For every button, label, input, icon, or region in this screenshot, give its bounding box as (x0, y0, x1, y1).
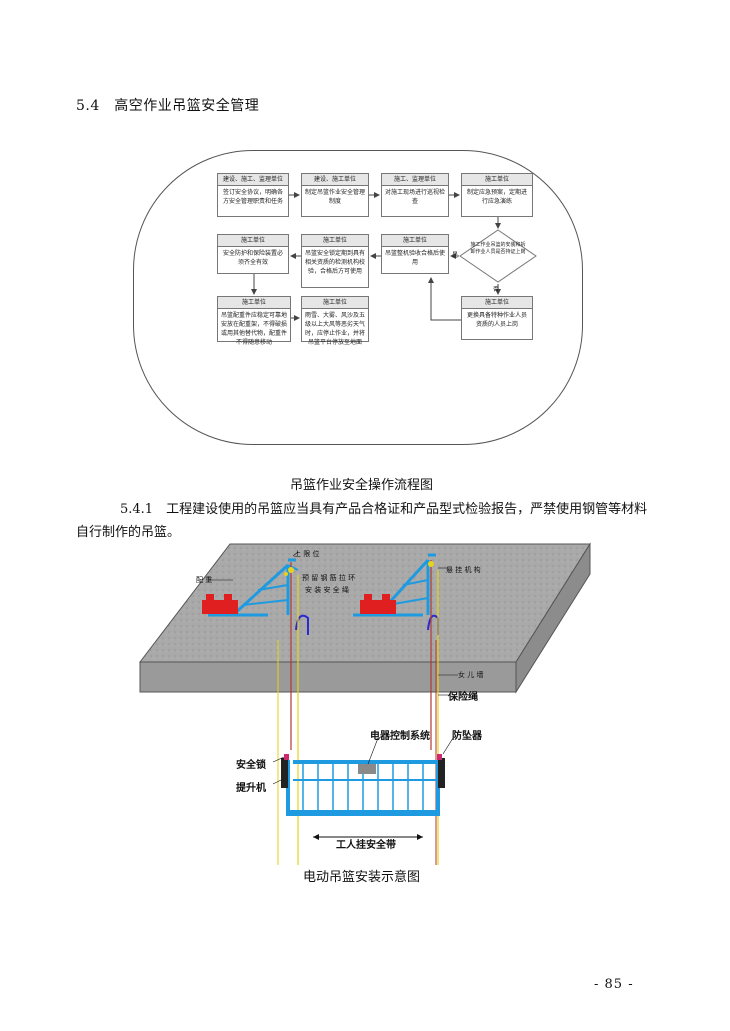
flow-box-10: 施工单位 更换具备特种作业人员资质的人员上岗 (461, 296, 533, 340)
flowchart-caption: 吊篮作业安全操作流程图 (290, 478, 434, 493)
flow-box-header: 施工单位 (218, 235, 288, 247)
flow-box-8: 施工单位 吊篮配重件应稳定可靠地安放在配重架，不得破损或用其他替代物，配重件不得… (217, 296, 291, 346)
flow-no-label: 否 (493, 286, 500, 293)
flow-box-header: 施工单位 (218, 297, 290, 309)
label-harness: 工人挂安全带 (336, 840, 396, 851)
flow-box-body: 制定吊篮作业安全管理制度 (305, 189, 366, 205)
label-counterweight: 配 重 (196, 576, 213, 584)
flow-box-5: 施工单位 安全防护和保险装置必须齐全有效 (217, 234, 289, 274)
label-wire-ring: 预 留 钢 筋 拉 环 (302, 574, 356, 582)
flow-decision-text: 施工作业吊篮的安装和拆卸作业人员是否持证上岗 (470, 242, 526, 255)
label-upper-limit: 上 限 位 (294, 550, 320, 558)
paragraph-5-4-1: 5.4.1 工程建设使用的吊篮应当具有产品合格证和产品型式检验报告，严禁使用钢管… (76, 502, 648, 540)
flow-box-body: 对施工现场进行巡视检查 (385, 189, 446, 205)
flow-box-header: 建设、施工、监理单位 (218, 174, 288, 186)
label-safety-rope: 保险绳 (448, 692, 478, 703)
left-upper-limit (288, 567, 294, 573)
label-control-system: 电器控制系统 (370, 731, 430, 742)
flow-box-header: 施工单位 (462, 174, 532, 186)
flow-box-header: 施工单位 (302, 297, 368, 309)
flow-box-body: 吊篮整机验收合格后使用 (385, 250, 446, 266)
label-fall-arrester: 防坠器 (452, 731, 482, 742)
flowchart-arrows (251, 192, 501, 321)
left-safety-lock (284, 754, 289, 760)
control-box (358, 764, 376, 774)
right-suspension-rig (353, 553, 436, 617)
flow-box-3: 施工、监理单位 对施工现场进行巡视检查 (381, 173, 449, 217)
label-hoist: 提升机 (236, 783, 266, 794)
left-wire-ring (295, 614, 309, 635)
flow-box-6: 施工单位 吊篮安全锁定期到具有相关资质的检测机构校验，合格后方可使用 (301, 234, 369, 288)
label-safety-rope-install: 安 装 安 全 绳 (305, 586, 349, 594)
flow-box-body: 签订安全协议，明确各方安全管理职责和任务 (222, 189, 283, 205)
flow-box-header: 建设、施工单位 (302, 174, 368, 186)
flow-box-body: 更换具备特种作业人员资质的人员上岗 (466, 312, 527, 328)
flow-box-header: 施工单位 (382, 235, 448, 247)
flow-box-body: 吊篮配重件应稳定可靠地安放在配重架，不得破损或用其他替代物，配重件不得随意移动 (221, 312, 288, 346)
flow-box-header: 施工单位 (302, 235, 368, 247)
diagram-caption: 电动吊篮安装示意图 (303, 870, 421, 885)
left-suspension-rig (202, 558, 299, 617)
flow-box-body: 雨雪、大雾、风沙及五级以上大风等恶劣天气时，应停止作业，并将吊篮平台停放至地面 (305, 312, 366, 346)
flow-box-7: 施工单位 吊篮整机验收合格后使用 (381, 234, 449, 274)
flow-box-1: 建设、施工、监理单位 签订安全协议，明确各方安全管理职责和任务 (217, 173, 289, 217)
flow-decision-diamond (459, 229, 537, 283)
installation-diagram (138, 542, 591, 865)
right-hoist (438, 758, 445, 788)
section-heading: 5.4 高空作业吊篮安全管理 (76, 98, 260, 114)
flow-box-body: 安全防护和保险装置必须齐全有效 (222, 250, 283, 266)
flow-yes-label: 是 (452, 252, 459, 259)
flow-box-header: 施工、监理单位 (382, 174, 448, 186)
right-upper-limit (428, 561, 434, 567)
flow-box-body: 吊篮安全锁定期到具有相关资质的检测机构校验，合格后方可使用 (305, 250, 366, 275)
label-suspension: 悬 挂 机 构 (446, 566, 481, 574)
label-safety-lock: 安全锁 (236, 760, 266, 771)
flow-box-2: 建设、施工单位 制定吊篮作业安全管理制度 (301, 173, 369, 217)
flow-box-4: 施工单位 制定应急预案，定期进行应急演练 (461, 173, 533, 217)
label-parapet: 女 儿 墙 (458, 671, 484, 679)
page-number: - 85 - (594, 977, 634, 992)
flow-box-header: 施工单位 (462, 297, 532, 309)
flow-box-body: 制定应急预案，定期进行应急演练 (466, 189, 527, 205)
left-hoist (281, 758, 288, 788)
suspended-platform (281, 754, 445, 816)
flowchart-frame (133, 150, 583, 445)
flow-box-9: 施工单位 雨雪、大雾、风沙及五级以上大风等恶劣天气时，应停止作业，并将吊篮平台停… (301, 296, 369, 346)
roof-slab-side (515, 542, 591, 694)
right-fall-arrester (437, 754, 442, 760)
